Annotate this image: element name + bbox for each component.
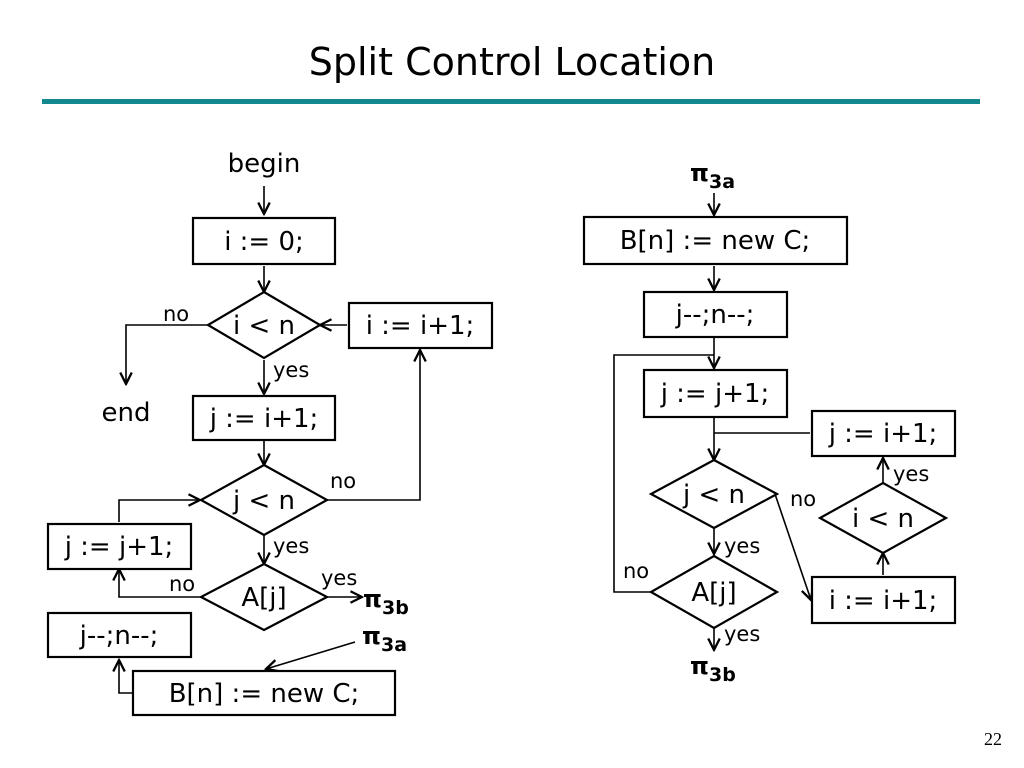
- label-no-cond-a: no: [169, 572, 195, 596]
- end-label: end: [102, 398, 151, 428]
- edge-cond-a-no-loop: [613, 354, 714, 593]
- label-no-cond-i: no: [163, 302, 189, 326]
- cond-j-diamond: j < n: [198, 463, 330, 537]
- init-i-text: i := 0;: [224, 227, 304, 257]
- cond-a-diamond: A[j]: [198, 562, 330, 632]
- alloc-text: B[n] := new C;: [169, 679, 360, 709]
- left-flowchart: begin i := 0; i < n i := i+1; end j := i…: [46, 149, 494, 717]
- inc-j-text: j := j+1;: [64, 532, 174, 562]
- right-inc-i-bottom-text: i := i+1;: [829, 586, 938, 616]
- label-yes-right-cond-i: yes: [893, 462, 929, 486]
- pi-3a-left: π3a: [362, 622, 407, 656]
- pi-3b-left: π3b: [363, 585, 409, 619]
- dec-jn-text: j--;n--;: [79, 621, 159, 651]
- label-yes-cond-i: yes: [273, 358, 309, 382]
- title-underline: [42, 99, 980, 104]
- edge-cond-i-no-to-end: [126, 324, 208, 384]
- right-inc-i-bottom-box: i := i+1;: [810, 575, 957, 625]
- right-cond-i-text: i < n: [852, 504, 914, 534]
- label-yes-right-cond-a: yes: [724, 622, 760, 646]
- right-inc-i-top-box: j := i+1;: [810, 409, 957, 458]
- left-connectors: [118, 186, 420, 694]
- label-yes-cond-a: yes: [321, 566, 357, 590]
- pi-3a-right: π3a: [690, 159, 735, 193]
- right-cond-i-diamond: i < n: [817, 481, 949, 555]
- label-yes-cond-j: yes: [273, 534, 309, 558]
- inc-j-box: j := j+1;: [46, 522, 193, 571]
- right-alloc-box: B[n] := new C;: [582, 215, 849, 266]
- right-cond-a-diamond: A[j]: [648, 554, 780, 630]
- cond-j-text: j < n: [232, 486, 295, 516]
- right-cond-j-text: j < n: [682, 480, 745, 510]
- init-j-box: j := i+1;: [191, 394, 337, 442]
- label-no-cond-j: no: [330, 469, 356, 493]
- slide-title: Split Control Location: [308, 40, 716, 84]
- edge-alloc-to-dec: [119, 660, 133, 694]
- inc-i-text: i := i+1;: [366, 311, 475, 341]
- init-j-text: j := i+1;: [209, 404, 319, 434]
- edge-cond-j-no-to-inc-i: [327, 350, 420, 501]
- edge-cond-j-no: [774, 493, 811, 600]
- alloc-box: B[n] := new C;: [131, 669, 397, 717]
- label-no-right-cond-a: no: [623, 559, 649, 583]
- inc-i-box: i := i+1;: [347, 301, 494, 350]
- right-inc-j-box: j := j+1;: [642, 368, 789, 419]
- right-connectors: [613, 193, 883, 650]
- right-inc-j-text: j := j+1;: [660, 379, 770, 409]
- right-inc-i-top-text: j := i+1;: [828, 419, 938, 449]
- cond-i-text: i < n: [233, 311, 295, 341]
- right-dec-jn-box: j--;n--;: [642, 290, 789, 339]
- right-dec-jn-text: j--;n--;: [675, 300, 755, 330]
- label-yes-right-cond-j: yes: [724, 534, 760, 558]
- edge-inc-j-to-cond-j: [118, 500, 200, 522]
- begin-label: begin: [228, 149, 301, 179]
- dec-jn-box: j--;n--;: [46, 611, 193, 659]
- cond-i-diamond: i < n: [205, 290, 323, 360]
- right-cond-j-diamond: j < n: [648, 458, 780, 530]
- right-alloc-text: B[n] := new C;: [620, 226, 811, 256]
- cond-a-text: A[j]: [241, 583, 286, 613]
- page-number: 22: [984, 729, 1002, 749]
- right-flowchart: π3a B[n] := new C; j--;n--; j := j+1; j …: [582, 159, 957, 686]
- edge-pi-3a-in: [266, 641, 356, 669]
- label-no-right-cond-j: no: [790, 487, 816, 511]
- edge-cond-a-no-to-inc-j: [119, 569, 201, 598]
- pi-3b-right: π3b: [690, 652, 736, 686]
- init-i-box: i := 0;: [191, 216, 337, 266]
- right-cond-a-text: A[j]: [691, 578, 736, 608]
